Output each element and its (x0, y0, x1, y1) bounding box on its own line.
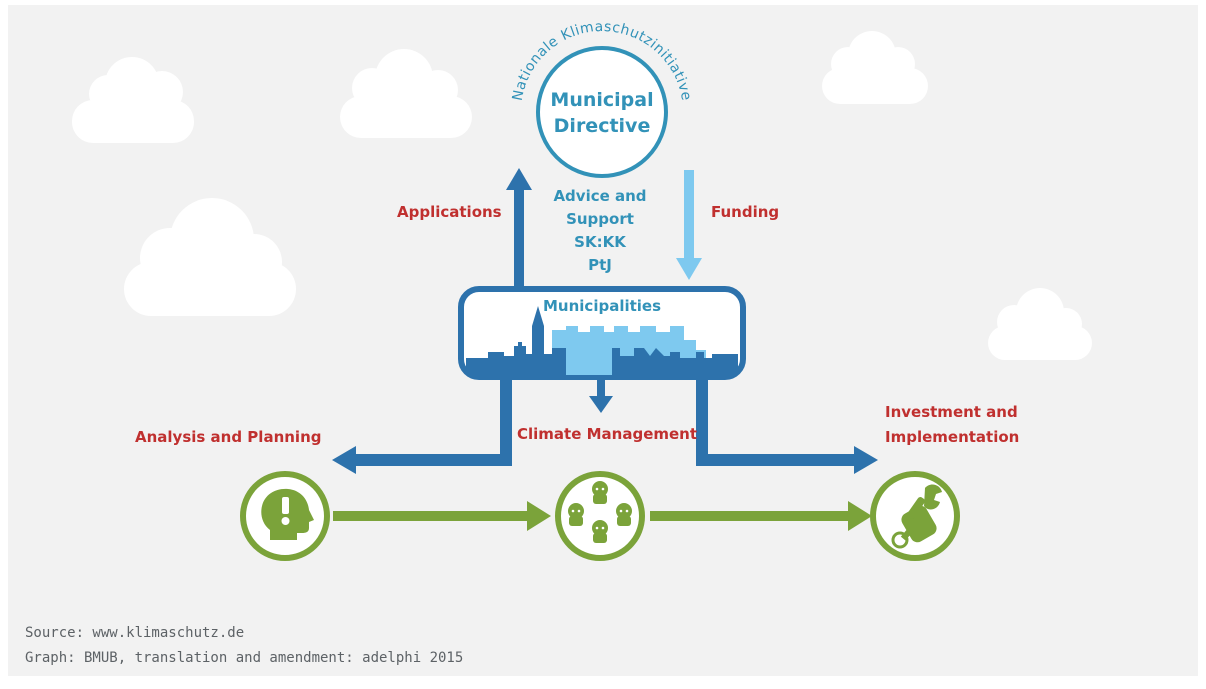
head-exclamation-icon (261, 488, 314, 540)
advice-support-text: Advice and Support SK:KK PtJ (553, 187, 646, 274)
advice-line1: Advice and (553, 187, 646, 205)
clouds (72, 31, 1092, 360)
cloud-icon (340, 49, 472, 138)
climate-circle (555, 471, 645, 561)
climate-down-arrow (589, 376, 613, 413)
green-arrow-left-head (527, 501, 551, 531)
green-arrow-right-head (848, 501, 872, 531)
green-arrow-left-shaft (333, 511, 529, 521)
analysis-planning-label: Analysis and Planning (135, 428, 321, 446)
cloud-icon (72, 57, 194, 143)
analysis-branch-arrow (332, 372, 512, 474)
advice-line4: PtJ (588, 256, 612, 274)
advice-line2: Support (566, 210, 634, 228)
cloud-icon (124, 198, 296, 316)
climate-management-node (555, 471, 645, 561)
source-line1: Source: www.klimaschutz.de (25, 625, 244, 641)
municipalities-label: Municipalities (543, 297, 661, 315)
applications-arrow (506, 168, 532, 290)
applications-label: Applications (397, 203, 502, 221)
climate-management-label: Climate Management (517, 425, 697, 443)
municipalities-box: Municipalities (458, 286, 746, 380)
source-line2: Graph: BMUB, translation and amendment: … (25, 650, 463, 666)
advice-line3: SK:KK (574, 233, 627, 251)
directive-title-line1: Municipal (550, 89, 653, 111)
funding-arrow (676, 170, 702, 280)
green-arrow-right-shaft (650, 511, 850, 521)
cloud-icon (822, 31, 928, 104)
investment-branch-arrow (696, 372, 878, 474)
directive-circle (536, 46, 668, 178)
directive-title-line2: Directive (554, 115, 651, 137)
investment-node (870, 471, 960, 561)
analysis-node (240, 471, 330, 561)
investment-line1: Investment and (885, 403, 1018, 421)
municipal-directive-node: Nationale Klimaschutzinitiative Municipa… (510, 19, 694, 178)
cloud-icon (988, 288, 1092, 360)
people-group-icon (568, 481, 632, 543)
city-skyline-front (466, 306, 738, 375)
investment-line2: Implementation (885, 428, 1019, 446)
hand-wrench-icon (891, 484, 942, 549)
funding-label: Funding (711, 203, 779, 221)
green-flow-arrows (333, 501, 872, 531)
